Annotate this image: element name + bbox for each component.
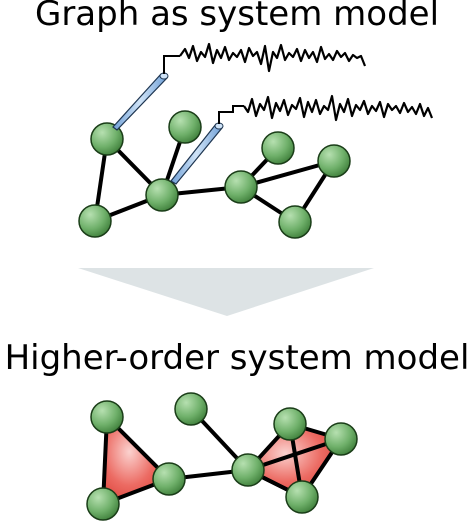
node xyxy=(285,480,319,514)
node xyxy=(86,487,120,521)
signal-trace-icon xyxy=(243,94,434,122)
node xyxy=(231,453,265,487)
top-graph-nodes xyxy=(78,110,351,239)
node xyxy=(145,178,179,212)
title-higher-order-model: Higher-order system model xyxy=(4,338,470,378)
node xyxy=(78,204,112,238)
node xyxy=(90,122,124,156)
node xyxy=(278,205,312,239)
node xyxy=(224,170,258,204)
node xyxy=(261,131,295,165)
electrode-probe-icon xyxy=(112,72,169,131)
hyperedge-left xyxy=(101,415,171,506)
node xyxy=(90,400,124,434)
node xyxy=(174,392,208,426)
signal-trace-icon xyxy=(179,42,367,73)
node xyxy=(168,110,202,144)
node xyxy=(324,422,358,456)
down-arrow-icon xyxy=(78,268,374,316)
node xyxy=(273,407,307,441)
probe-wire xyxy=(163,55,180,74)
bottom-graph-nodes xyxy=(86,392,358,521)
node xyxy=(152,462,186,496)
node xyxy=(317,144,351,178)
electrode-probe-icon xyxy=(170,122,224,185)
title-graph-model: Graph as system model xyxy=(34,0,440,34)
probe-wire xyxy=(218,105,244,124)
